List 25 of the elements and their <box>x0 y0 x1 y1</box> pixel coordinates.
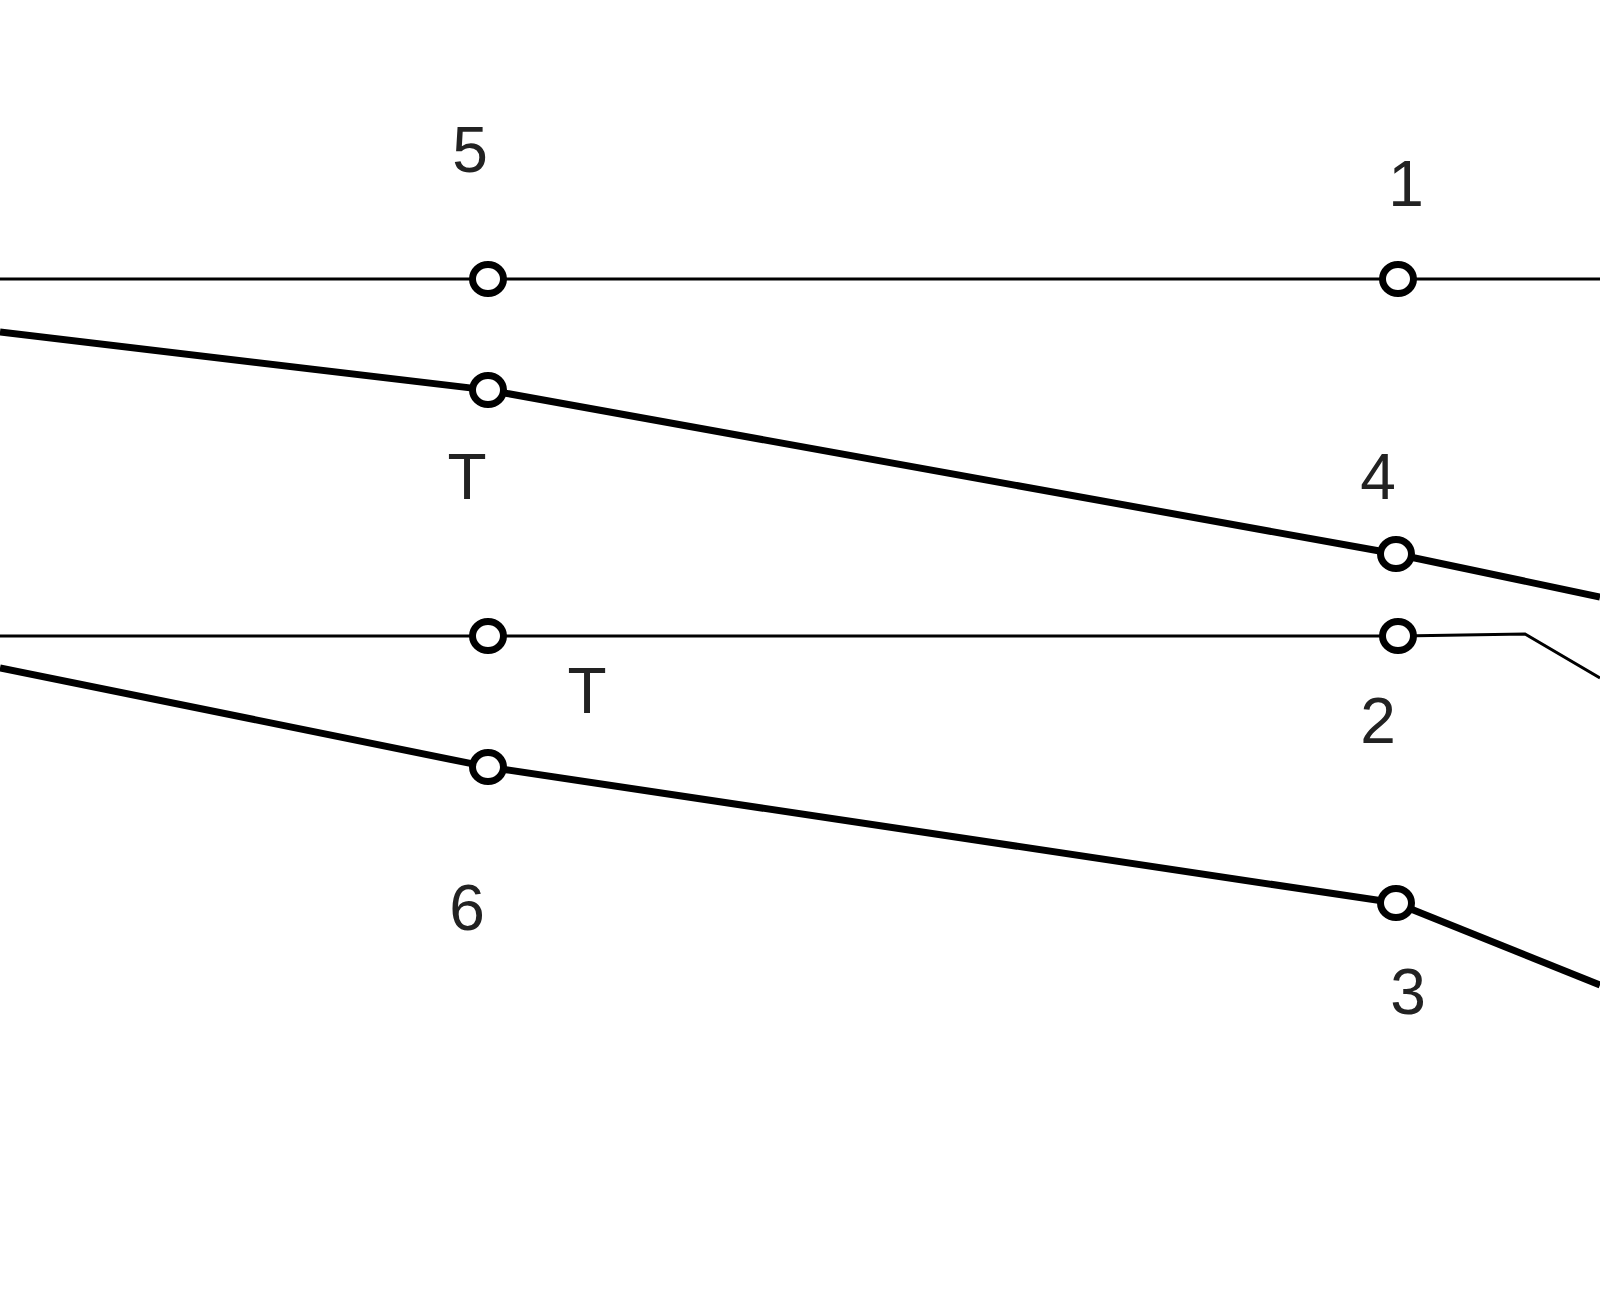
line <box>1411 906 1600 989</box>
point-label: T <box>567 659 607 723</box>
point-label: 1 <box>1388 152 1424 216</box>
point-label: 3 <box>1390 960 1426 1024</box>
circle-marker <box>469 618 507 654</box>
line <box>0 277 470 281</box>
line <box>505 389 1379 555</box>
line <box>0 664 472 767</box>
point-label: 4 <box>1360 445 1396 509</box>
line <box>0 328 471 392</box>
circle-marker <box>1379 261 1417 297</box>
line <box>506 277 1380 281</box>
point-label: 6 <box>449 876 485 940</box>
line <box>1416 277 1600 281</box>
circle-marker <box>1379 618 1417 654</box>
line <box>505 766 1379 904</box>
point-label: 2 <box>1360 689 1396 753</box>
line <box>1412 554 1600 601</box>
line <box>0 634 470 638</box>
point-label: T <box>447 445 487 509</box>
circle-marker <box>469 261 507 297</box>
circle-marker <box>1377 885 1415 921</box>
line <box>506 634 1380 638</box>
point-label: 5 <box>452 118 488 182</box>
line <box>1415 632 1600 680</box>
